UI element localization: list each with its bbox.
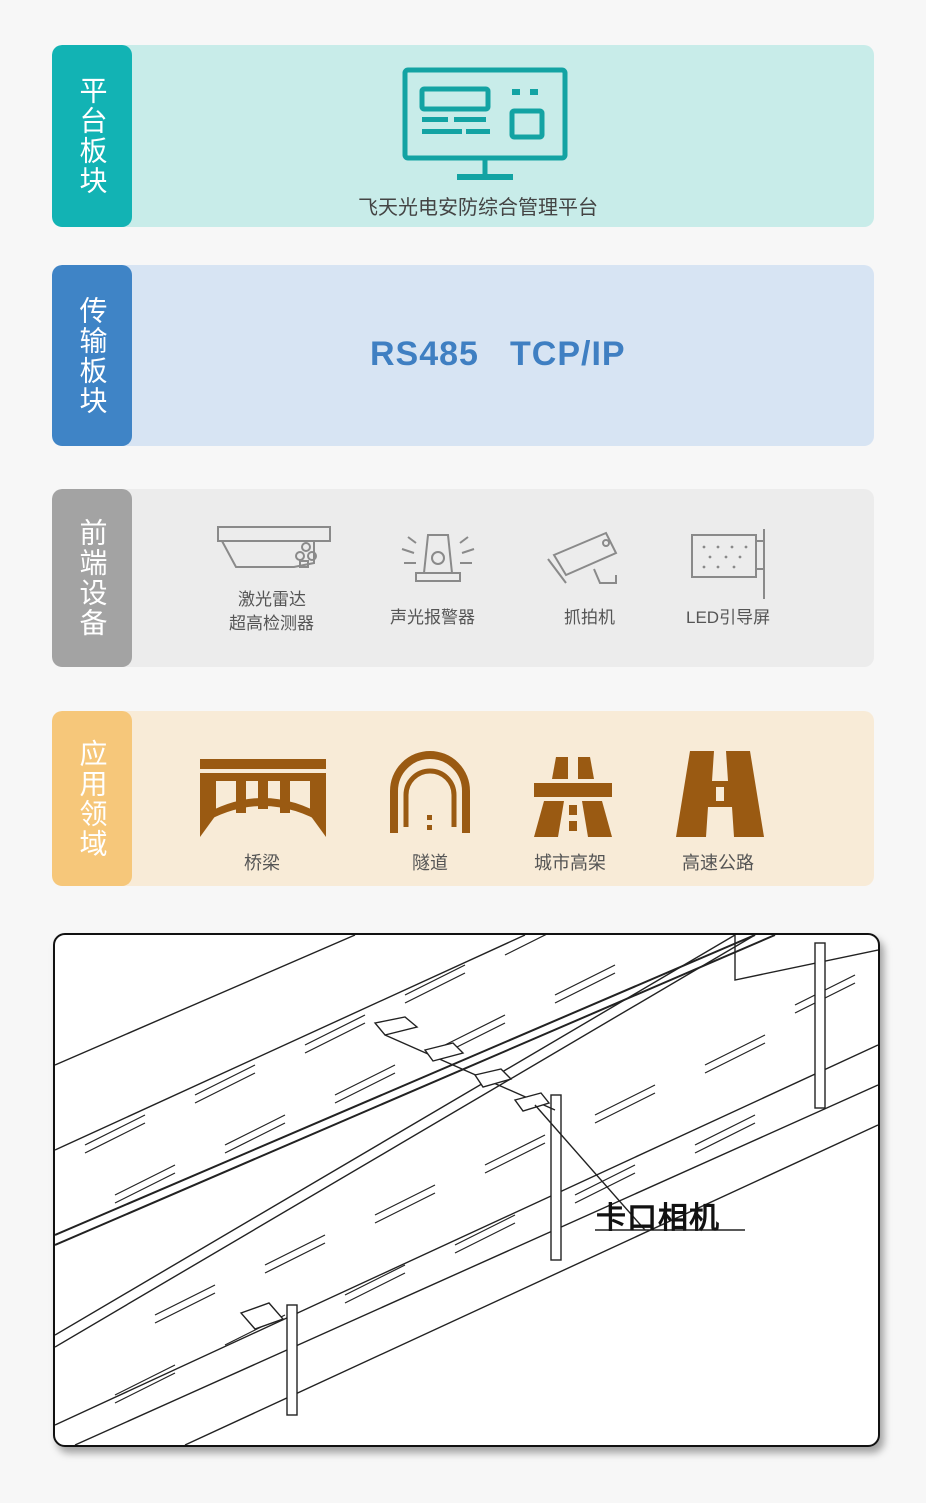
bridge-icon [200,759,326,837]
alarm-icon [401,534,475,582]
protocol-tcpip: TCP/IP [510,335,626,373]
application-body: 桥梁 隧道 城市高架 [132,711,874,886]
transport-body: RS485 TCP/IP [132,265,874,446]
platform-panel: 平台板块 飞天光电安防综合管理平台 [52,45,874,227]
platform-body: 飞天光电安防综合管理平台 [132,45,874,227]
frontend-body: 激光雷达 超高检测器 声光报警器 抓拍机 [132,489,874,667]
overpass-icon [534,757,612,837]
protocol-rs485: RS485 [370,335,479,373]
tunnel-label: 隧道 [412,853,448,873]
highway-icon [676,751,764,837]
alarm-label: 声光报警器 [390,608,475,627]
frontend-panel: 前端设备 激光雷达 超高检测器 声光报警器 [52,489,874,667]
camera-label: 抓拍机 [564,608,615,627]
platform-side-label: 平台板块 [52,45,132,227]
tunnel-icon [390,751,470,833]
highway-label: 高速公路 [682,853,754,873]
road-scene-drawing [55,935,878,1445]
led-screen-label: LED引导屏 [686,608,771,627]
monitor-icon [402,67,568,180]
road-scene-illustration [53,933,880,1447]
transport-side-label: 传输板块 [52,265,132,446]
application-side-label: 应用领域 [52,711,132,886]
laser-radar-label-1: 激光雷达 [238,590,306,609]
overpass-label: 城市高架 [534,853,606,873]
camera-icon [547,531,618,584]
transport-panel: 传输板块 RS485 TCP/IP [52,265,874,446]
laser-radar-icon [217,526,331,568]
checkpoint-camera-label: 卡口相机 [596,1202,720,1235]
laser-radar-label-2: 超高检测器 [229,614,314,633]
platform-caption: 飞天光电安防综合管理平台 [358,197,598,219]
frontend-side-label: 前端设备 [52,489,132,667]
led-screen-icon [691,529,765,599]
bridge-label: 桥梁 [244,853,280,873]
application-panel: 应用领域 桥梁 隧道 [52,711,874,886]
